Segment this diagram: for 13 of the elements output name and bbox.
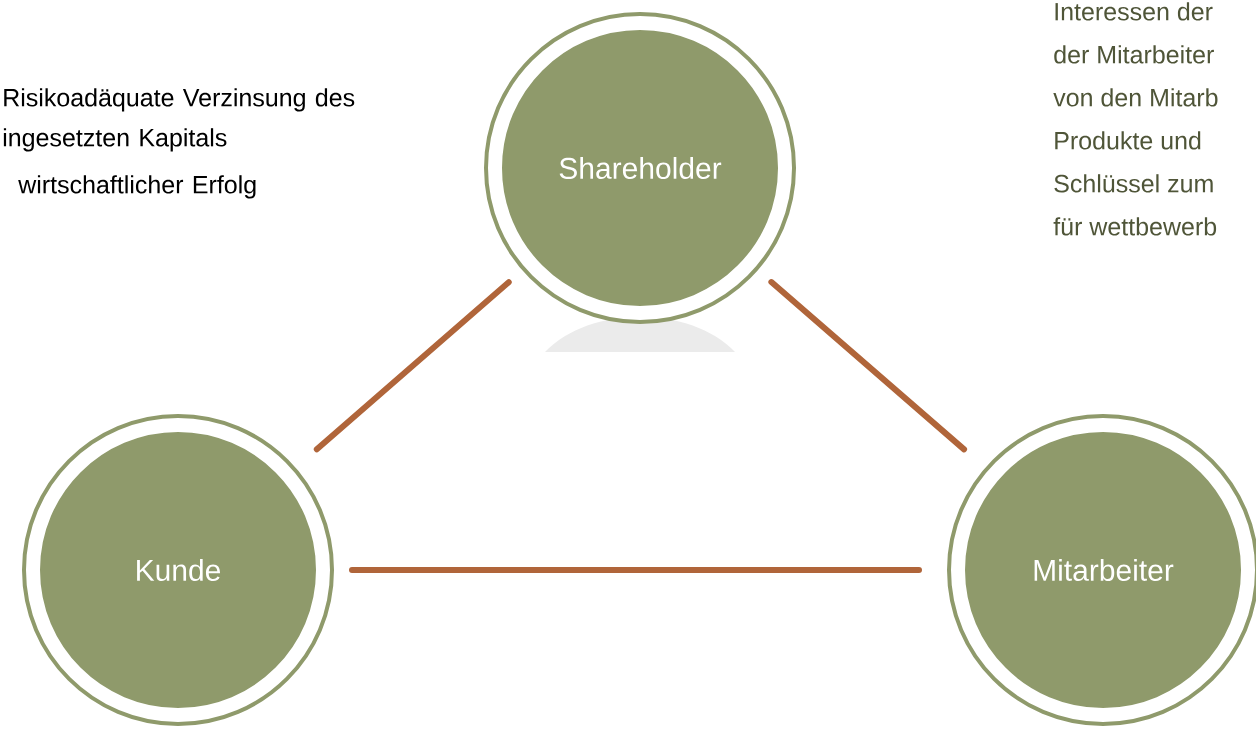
connector-line	[349, 567, 922, 573]
circle-node: Mitarbeiter	[947, 414, 1256, 726]
annotation-text: von den Mitarb	[1053, 88, 1218, 107]
annotation-text: Schlüssel zum	[1054, 174, 1213, 193]
annotation-text: Interessen der	[1055, 2, 1213, 21]
connector-line	[313, 279, 512, 453]
connector-line	[768, 279, 968, 453]
circle-node: Kunde	[22, 414, 334, 726]
annotation-text: wirtschaftlicher Erfolg	[18, 175, 256, 199]
annotation-text: Produkte und	[1055, 131, 1201, 150]
annotation-text: der Mitarbeiter	[1054, 45, 1214, 64]
annotation-text: für wettbewerb	[1053, 217, 1217, 236]
circle-node: Shareholder	[484, 12, 796, 324]
